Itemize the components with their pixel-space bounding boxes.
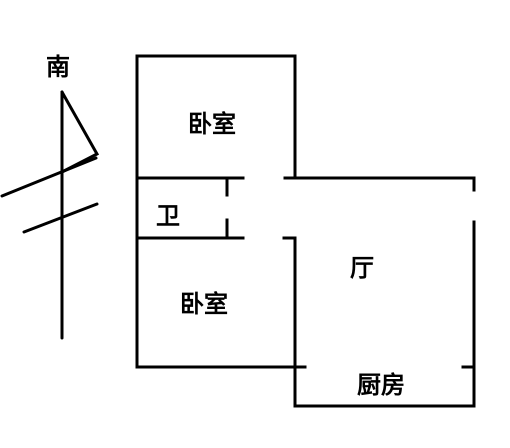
compass-direction-label: 南 bbox=[46, 53, 70, 81]
room-labels: 卧室 卫 卧室 厅 厨房 bbox=[156, 110, 405, 399]
compass-cross-stroke-lower bbox=[22, 202, 99, 234]
room-label-bedroom-bottom: 卧室 bbox=[180, 290, 228, 318]
room-label-kitchen: 厨房 bbox=[357, 371, 405, 399]
room-label-living-room: 厅 bbox=[350, 254, 374, 282]
compass-indicator: 南 bbox=[0, 53, 100, 340]
compass-cross-stroke-upper bbox=[0, 156, 98, 198]
room-label-bedroom-top: 卧室 bbox=[188, 110, 236, 138]
room-label-bathroom: 卫 bbox=[156, 202, 180, 230]
floor-plan-walls bbox=[135, 54, 476, 408]
